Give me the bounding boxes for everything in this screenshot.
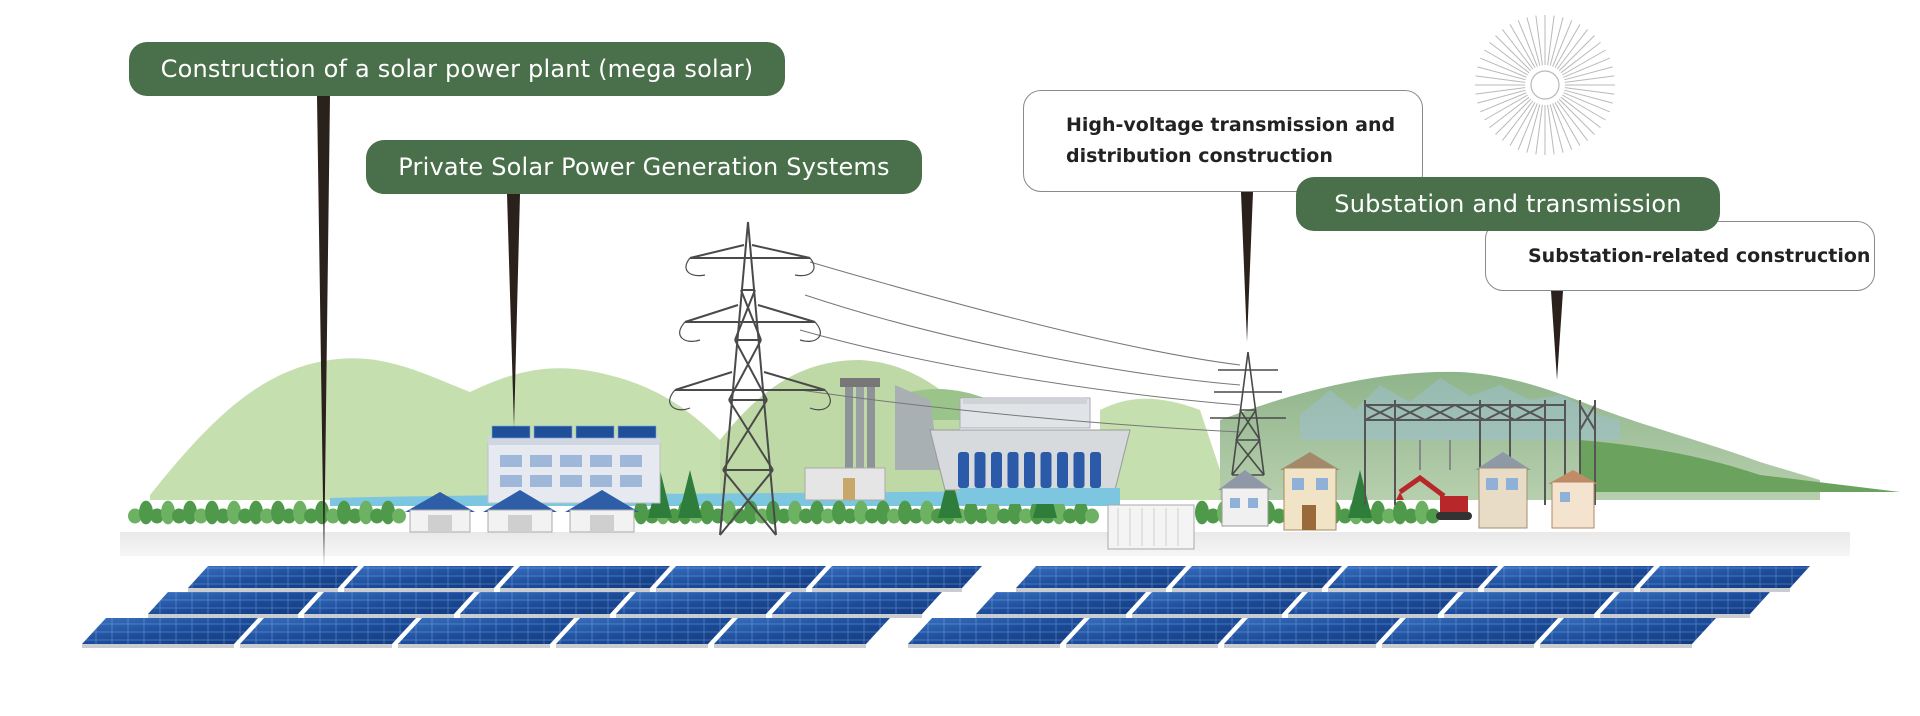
transformer-unit (1107, 504, 1195, 550)
excavator (1396, 474, 1472, 520)
pointer-private-solar (507, 194, 520, 428)
ground-strip (120, 532, 1850, 556)
factory-building (487, 425, 661, 504)
callout-substation-transmission-label: Substation and transmission (1334, 190, 1682, 218)
callout-substation-related: Substation-related construction (1485, 221, 1875, 291)
callout-private-solar-label: Private Solar Power Generation Systems (398, 153, 890, 181)
callout-high-voltage-label: High-voltage transmission and distributi… (1066, 114, 1396, 167)
transmission-tower-small (1210, 351, 1286, 476)
callout-substation-related-label: Substation-related construction (1528, 244, 1871, 267)
hydro-plant (929, 397, 1131, 504)
callout-pointers (317, 96, 1563, 568)
pointer-mega-solar (317, 96, 330, 568)
pointer-substation (1551, 291, 1563, 380)
sun-icon (1475, 15, 1615, 155)
callout-private-solar: Private Solar Power Generation Systems (366, 140, 922, 194)
thermal-plant (804, 378, 940, 501)
callout-mega-solar: Construction of a solar power plant (meg… (129, 42, 785, 96)
substation-frames (1364, 400, 1596, 505)
solar-panel-field (82, 566, 1810, 648)
callout-high-voltage: High-voltage transmission and distributi… (1023, 90, 1423, 192)
power-lines (799, 261, 1241, 433)
tree-row (128, 470, 1440, 525)
transmission-tower-large (669, 221, 831, 536)
pointer-high-voltage (1241, 192, 1253, 342)
warehouses (405, 490, 639, 533)
houses (1218, 452, 1598, 531)
callout-substation-transmission: Substation and transmission (1296, 177, 1720, 231)
callout-mega-solar-label: Construction of a solar power plant (meg… (160, 55, 754, 83)
